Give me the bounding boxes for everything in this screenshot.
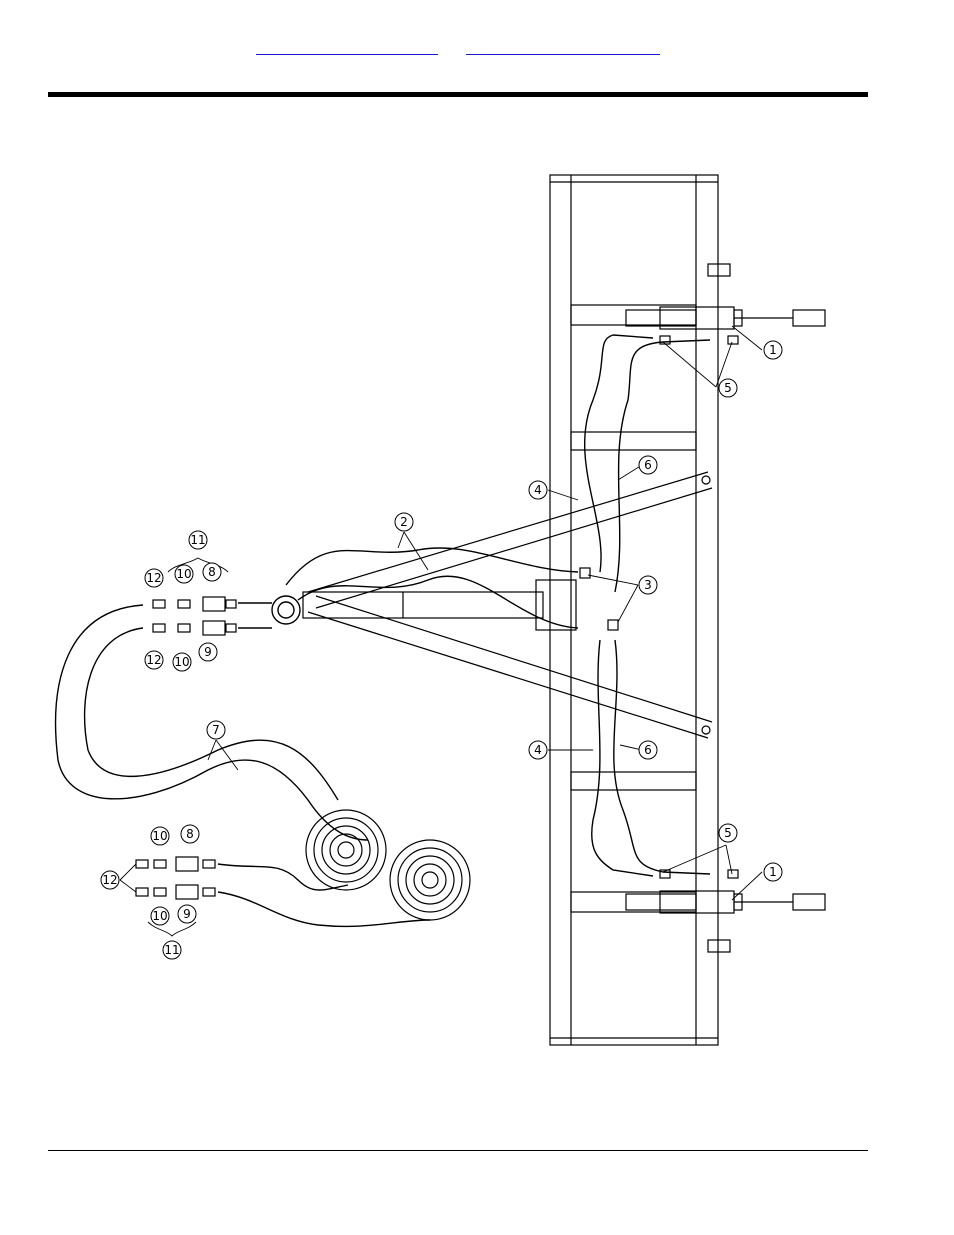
frame-hoses [585,335,710,876]
callout-9-upper-label: 9 [204,645,212,659]
tee-fittings [580,336,738,878]
callout-9-lower-label: 9 [183,907,191,921]
callout-1-bottom-label: 1 [769,865,777,879]
callout-3-label: 3 [644,578,652,592]
callout-6-lower-label: 6 [644,743,652,757]
coupler-group-upper [153,597,236,635]
leader-lines [120,326,762,900]
callout-4-upper: 4 [529,481,547,499]
callout-6-upper: 6 [639,456,657,474]
hose-coil-right [390,840,470,920]
main-frame [550,175,730,1045]
callout-2-label: 2 [400,515,408,529]
callout-9-lower: 9 [178,905,196,923]
callout-10-d: 10 [151,907,169,925]
callout-3: 3 [639,576,657,594]
callout-5-bottom: 5 [719,824,737,842]
callout-11-upper: 11 [189,531,207,549]
callout-7-label: 7 [212,723,220,737]
callout-12-c: 12 [101,871,119,889]
callout-10-a: 10 [175,565,193,583]
callout-1-top: 1 [764,341,782,359]
callout-5-bottom-label: 5 [724,826,732,840]
callout-12-b-label: 12 [146,653,161,667]
callout-1-bottom: 1 [764,863,782,881]
hitch-tongue [303,472,712,738]
callout-12-c-label: 12 [102,873,117,887]
callout-10-c-label: 10 [152,829,167,843]
header-link-right[interactable] [466,40,660,55]
callout-7: 7 [207,721,225,739]
callout-12-a: 12 [145,569,163,587]
callout-11-lower: 11 [163,941,181,959]
callout-5-top-label: 5 [724,381,732,395]
header-link-left[interactable] [256,40,438,55]
callout-11-lower-label: 11 [164,943,179,957]
callout-11-upper-label: 11 [190,533,205,547]
callout-6-lower: 6 [639,741,657,759]
callout-8-lower: 8 [181,825,199,843]
callout-10-a-label: 10 [176,567,191,581]
callout-8-upper: 8 [203,563,221,581]
callout-10-c: 10 [151,827,169,845]
callout-8-upper-label: 8 [208,565,216,579]
callout-5-top: 5 [719,379,737,397]
callout-12-b: 12 [145,651,163,669]
coupler-group-lower [136,857,215,899]
callout-10-b: 10 [173,653,191,671]
callout-4-upper-label: 4 [534,483,542,497]
hose-coil-left [306,810,386,890]
callout-10-b-label: 10 [174,655,189,669]
callout-8-lower-label: 8 [186,827,194,841]
callout-2: 2 [395,513,413,531]
callout-12-a-label: 12 [146,571,161,585]
callout-6-upper-label: 6 [644,458,652,472]
callout-10-d-label: 10 [152,909,167,923]
callout-1-top-label: 1 [769,343,777,357]
header-rule [48,92,868,97]
cylinder-bottom [626,891,825,913]
footer-rule [48,1150,868,1151]
cylinder-top [626,307,825,329]
callout-9-upper: 9 [199,643,217,661]
tongue-hoses [238,548,578,628]
callout-4-lower-label: 4 [534,743,542,757]
callout-4-lower: 4 [529,741,547,759]
